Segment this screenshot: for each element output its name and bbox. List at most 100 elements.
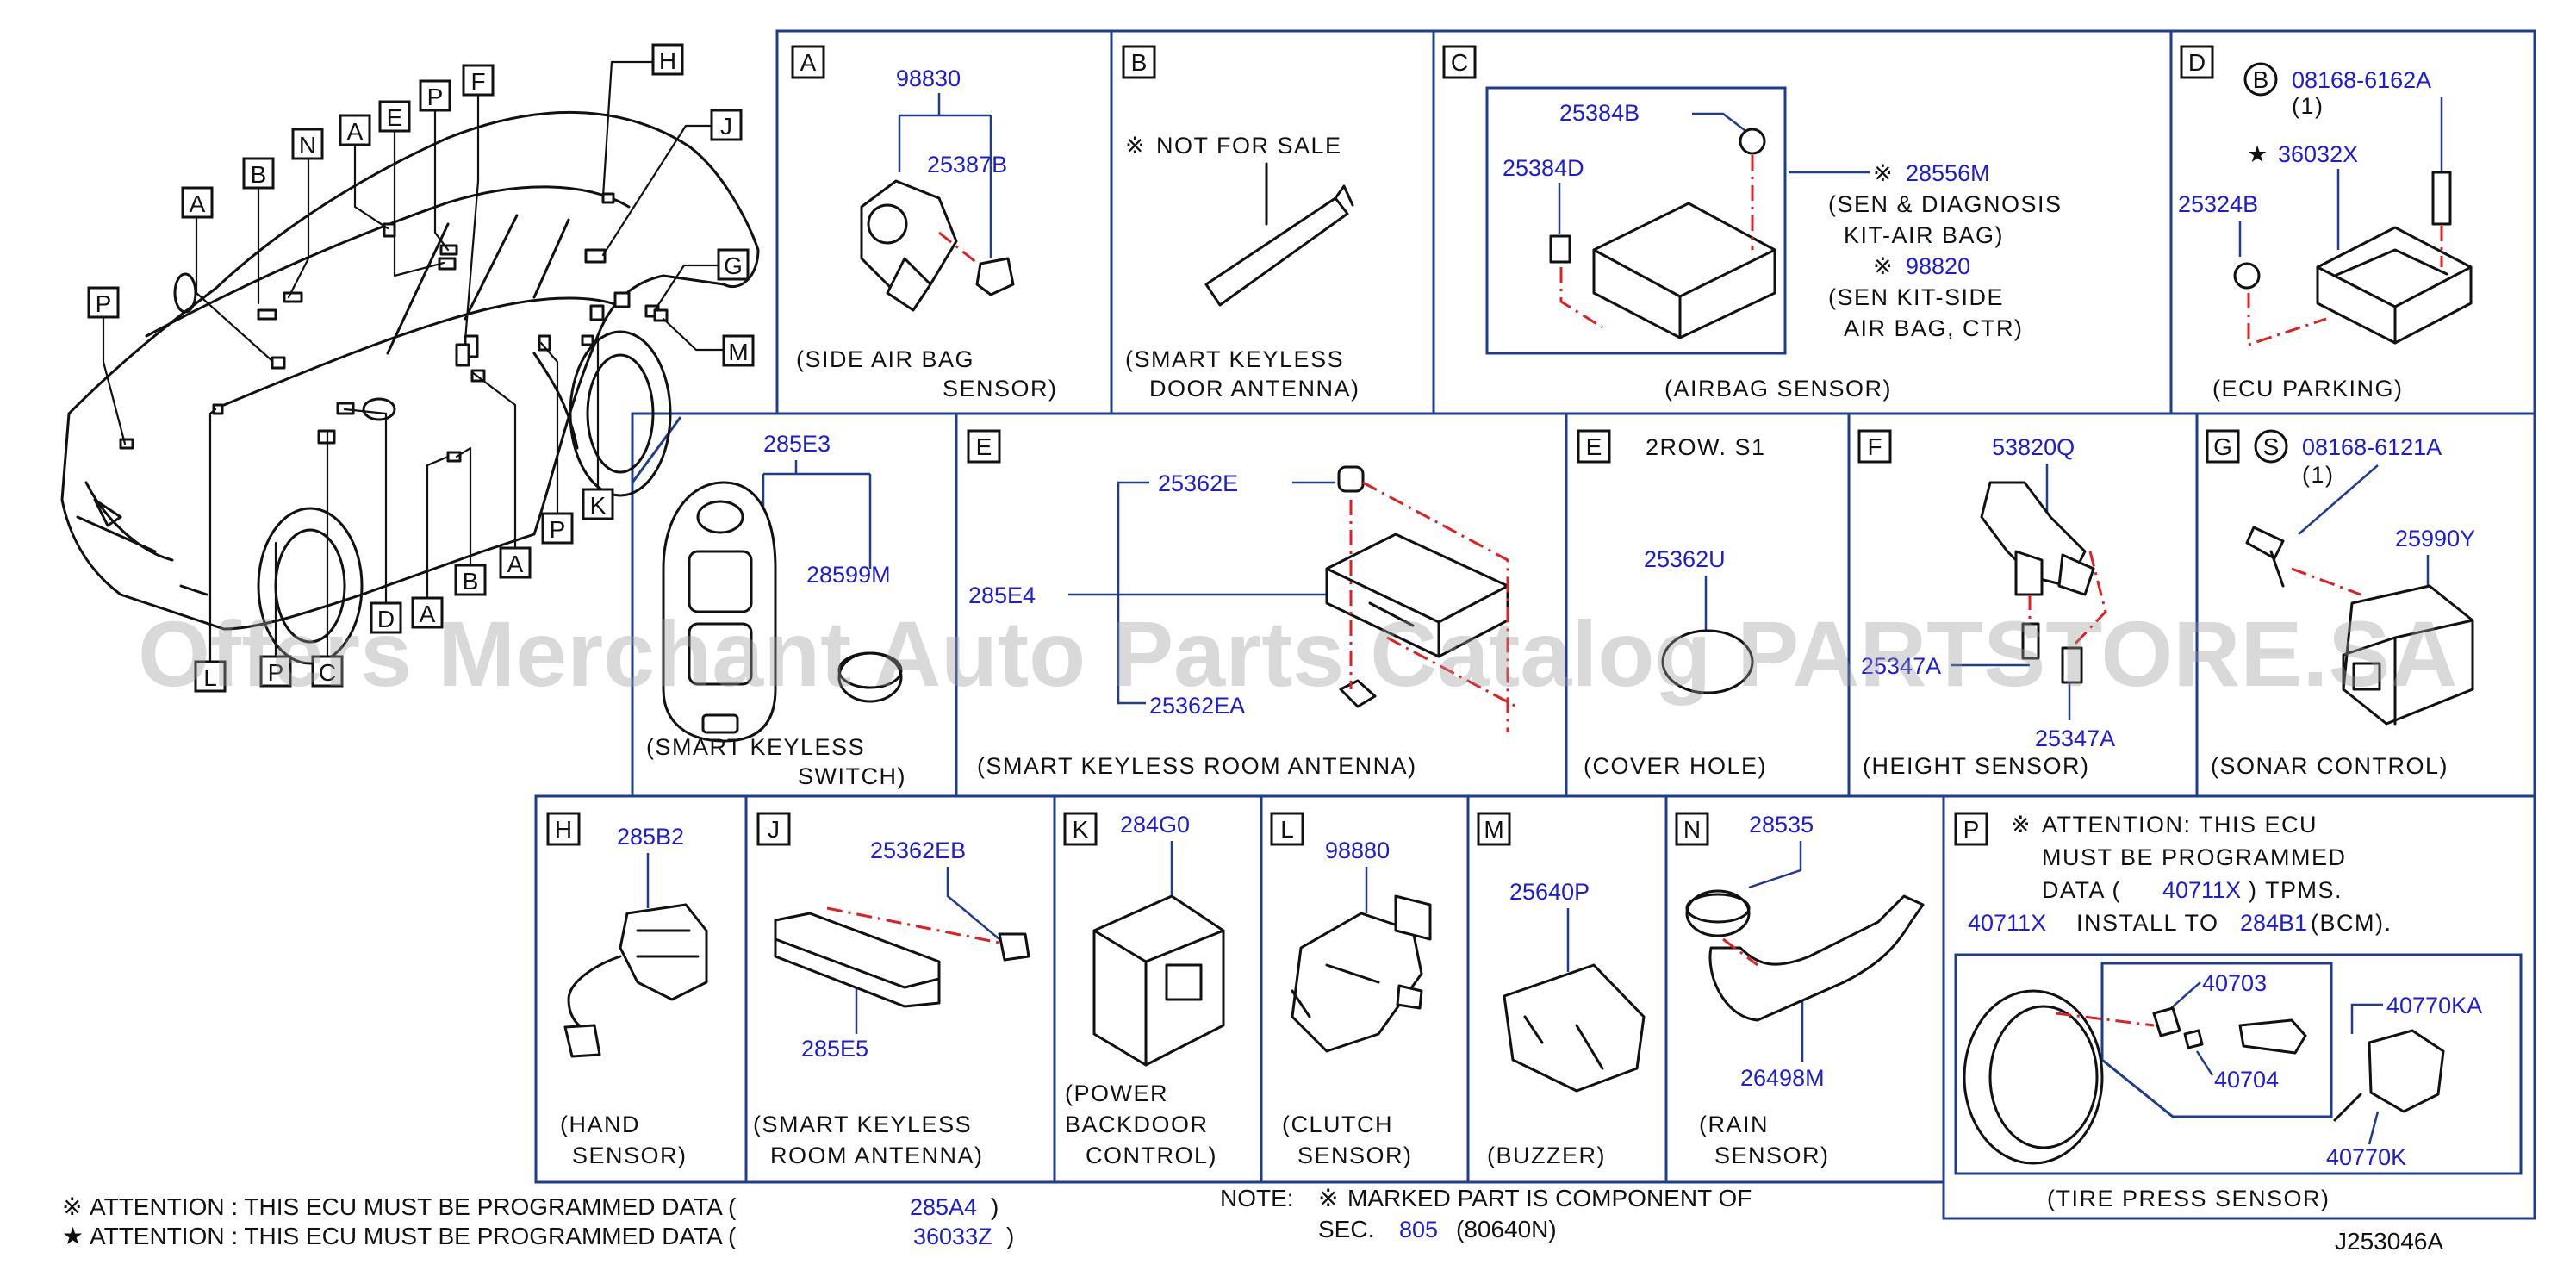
section-title: 2ROW. S1 <box>1646 434 1766 460</box>
panel-d-ecu-parking: D B 08168-6162A (1) ★ 36032X 25324B (ECU… <box>2178 45 2473 402</box>
panel-smart-keyless-switch: 285E3 28599M (SMART KEYLESS SWITCH) <box>646 431 906 789</box>
quantity: (1) <box>2292 93 2324 119</box>
caption: (RAIN <box>1699 1112 1769 1137</box>
car-label: C <box>319 659 336 686</box>
part-number: 25347A <box>1861 653 1941 679</box>
part-number: 285E5 <box>801 1036 868 1062</box>
car-label: E <box>387 104 403 131</box>
attention-text: (BCM). <box>2311 910 2392 936</box>
panel-letter: N <box>1683 816 1701 843</box>
car-label: P <box>427 84 444 110</box>
panel-letter: M <box>1484 816 1503 843</box>
car-label: L <box>203 664 217 691</box>
kome-symbol: ※ <box>1873 160 1894 186</box>
note-label: NOTE: <box>1220 1185 1294 1211</box>
part-number: 08168-6162A <box>2292 67 2431 93</box>
car-label: A <box>347 118 364 145</box>
caption: SENSOR) <box>1297 1143 1413 1168</box>
panel-letter: B <box>1131 49 1148 76</box>
caption: (HEIGHT SENSOR) <box>1863 753 2090 779</box>
panel-letter: F <box>1867 433 1882 460</box>
caption: (CLUTCH <box>1282 1112 1393 1137</box>
part-number: 25384D <box>1503 155 1584 181</box>
caption: (TIRE PRESS SENSOR) <box>2047 1186 2330 1211</box>
part-number: 25362EB <box>870 838 966 863</box>
caption: (SEN & DIAGNOSIS <box>1828 191 2063 217</box>
attention-note: ATTENTION : THIS ECU MUST BE PROGRAMMED … <box>90 1193 737 1220</box>
panel-g-sonar-control: G S 08168-6121A (1) 25990Y (SONAR CONTRO… <box>2206 429 2475 779</box>
part-number: 25387B <box>927 152 1007 178</box>
caption: (ECU PARKING) <box>2212 376 2404 402</box>
part-number: 36032X <box>2278 141 2358 167</box>
part-number: 98820 <box>1906 253 1970 279</box>
quantity: (1) <box>2302 462 2335 488</box>
panel-letter: G <box>2213 433 2232 460</box>
part-number: 40704 <box>2214 1067 2279 1093</box>
part-number: 285B2 <box>617 824 684 850</box>
panel-l-clutch-sensor: L 98880 (CLUTCH SENSOR) <box>1270 812 1432 1168</box>
panel-n-rain-sensor: N 28535 26498M (RAIN SENSOR) <box>1675 812 1925 1168</box>
footer-notes: ※ ATTENTION : THIS ECU MUST BE PROGRAMME… <box>62 1185 2443 1255</box>
part-number: 25347A <box>2035 726 2115 751</box>
part-number: 284B1 <box>2240 910 2307 936</box>
panel-e-room-antenna: E 25362E 285E4 25362EA (SMART KEYLESS RO… <box>967 429 1517 779</box>
caption: (SMART KEYLESS <box>1125 346 1344 372</box>
panel-letter: K <box>1073 816 1089 843</box>
note-text: MARKED PART IS COMPONENT OF <box>1347 1185 1752 1211</box>
attention-text: ) TPMS. <box>2249 877 2343 903</box>
panel-c-airbag-sensor: C 25384B 25384D ※ 28556M (SEN & DIAGNOSI… <box>1442 45 2063 402</box>
attention-note: ATTENTION : THIS ECU MUST BE PROGRAMMED … <box>90 1223 737 1249</box>
panel-letter: J <box>768 816 780 843</box>
car-label: J <box>720 113 732 140</box>
caption: SWITCH) <box>798 763 906 789</box>
part-number: 40711X <box>2162 877 2241 903</box>
caption: (SMART KEYLESS <box>646 734 865 760</box>
part-number: 40703 <box>2202 970 2267 996</box>
caption: (SONAR CONTROL) <box>2211 753 2448 779</box>
caption: (SMART KEYLESS ROOM ANTENNA) <box>977 753 1417 779</box>
part-number: 25384B <box>1559 100 1640 126</box>
caption: CONTROL) <box>1086 1143 1217 1168</box>
part-number: 25362EA <box>1149 693 1245 719</box>
part-number: 40770K <box>2326 1144 2406 1170</box>
panel-p-tire-press-sensor: P ※ ATTENTION: THIS ECU MUST BE PROGRAMM… <box>1954 812 2523 1211</box>
car-label: H <box>659 47 676 74</box>
caption: (BUZZER) <box>1487 1143 1606 1168</box>
caption: BACKDOOR <box>1065 1112 1209 1137</box>
panel-letter: D <box>2188 49 2206 76</box>
car-label: B <box>251 161 267 188</box>
note-text: SEC. <box>1318 1216 1374 1243</box>
caption: SENSOR) <box>572 1143 688 1168</box>
part-number: 53820Q <box>1992 434 2075 460</box>
car-label: A <box>507 551 524 577</box>
kome-symbol: ※ <box>1125 133 1146 159</box>
caption: ROOM ANTENNA) <box>770 1143 984 1168</box>
panel-f-height-sensor: F 53820Q 25347A 25347A (HEIGHT SENSOR) <box>1857 429 2115 779</box>
car-label: G <box>724 252 743 279</box>
part-number: 98880 <box>1325 838 1390 863</box>
part-number: 285E3 <box>763 431 831 457</box>
car-label: K <box>590 492 607 519</box>
panel-letter: A <box>800 49 817 76</box>
car-label: A <box>420 601 436 627</box>
car-label: P <box>96 290 112 317</box>
caption: DOOR ANTENNA) <box>1149 376 1360 402</box>
section-link[interactable]: 805 <box>1399 1217 1438 1243</box>
panel-m-buzzer: M 25640P (BUZZER) <box>1477 812 1646 1168</box>
attention-text: INSTALL TO <box>2076 910 2219 936</box>
attention-text: DATA ( <box>2042 877 2121 903</box>
panel-e-cover-hole: E 2ROW. S1 25362U (COVER HOLE) <box>1577 429 1766 779</box>
diagram-code: J253046A <box>2335 1228 2443 1255</box>
part-number: 26498M <box>1740 1065 1825 1091</box>
car-label: P <box>268 659 284 686</box>
kome-symbol: ※ <box>1318 1185 1338 1211</box>
car-label: F <box>470 68 485 95</box>
car-label: D <box>377 606 395 632</box>
watermark-text: Offers Merchant Auto Parts Catalog PARTS… <box>138 601 2457 706</box>
kome-symbol: ※ <box>1873 253 1894 279</box>
panel-letter: E <box>1586 433 1602 460</box>
circled-symbol: B <box>2253 66 2269 93</box>
panel-letter: L <box>1280 816 1294 843</box>
part-number: 28535 <box>1749 812 1814 838</box>
